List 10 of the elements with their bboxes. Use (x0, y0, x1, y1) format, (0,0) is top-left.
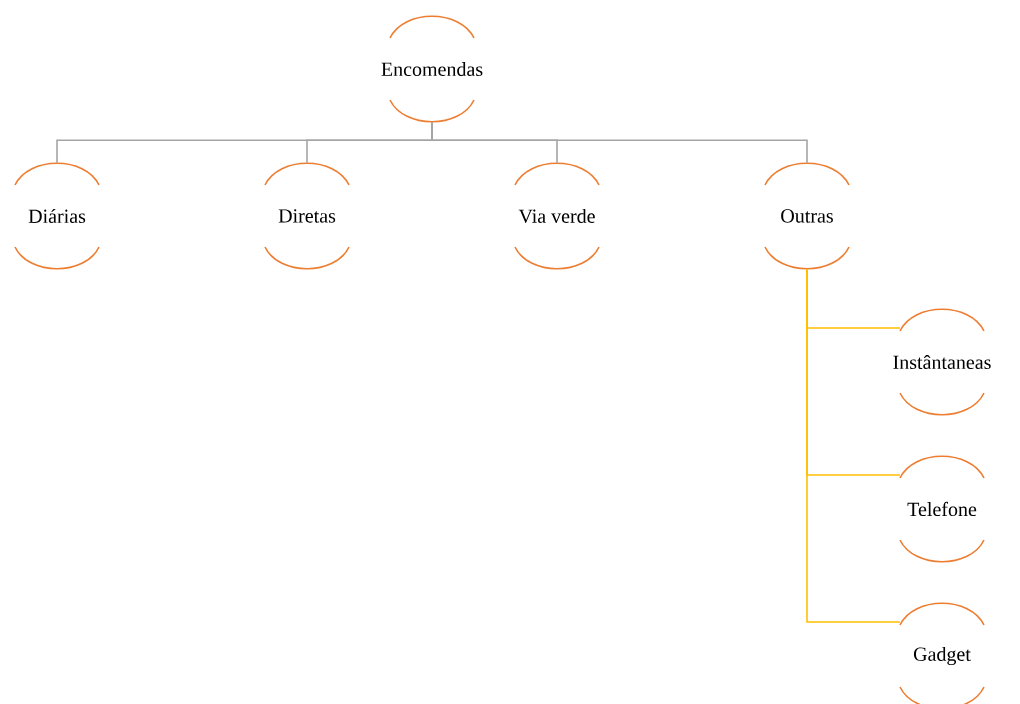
connector (806, 268, 901, 623)
arc-node: Outras (764, 162, 850, 270)
arc-node: Instântaneas (893, 308, 991, 416)
arc-node: Diárias (14, 162, 100, 270)
arc-node: Gadget (899, 602, 985, 704)
arc-node: Diretas (264, 162, 350, 270)
arc-node: Via verde (514, 162, 600, 270)
connector (431, 121, 808, 164)
arc-node: Telefone (899, 455, 985, 563)
arc-node: Encomendas (381, 15, 483, 123)
